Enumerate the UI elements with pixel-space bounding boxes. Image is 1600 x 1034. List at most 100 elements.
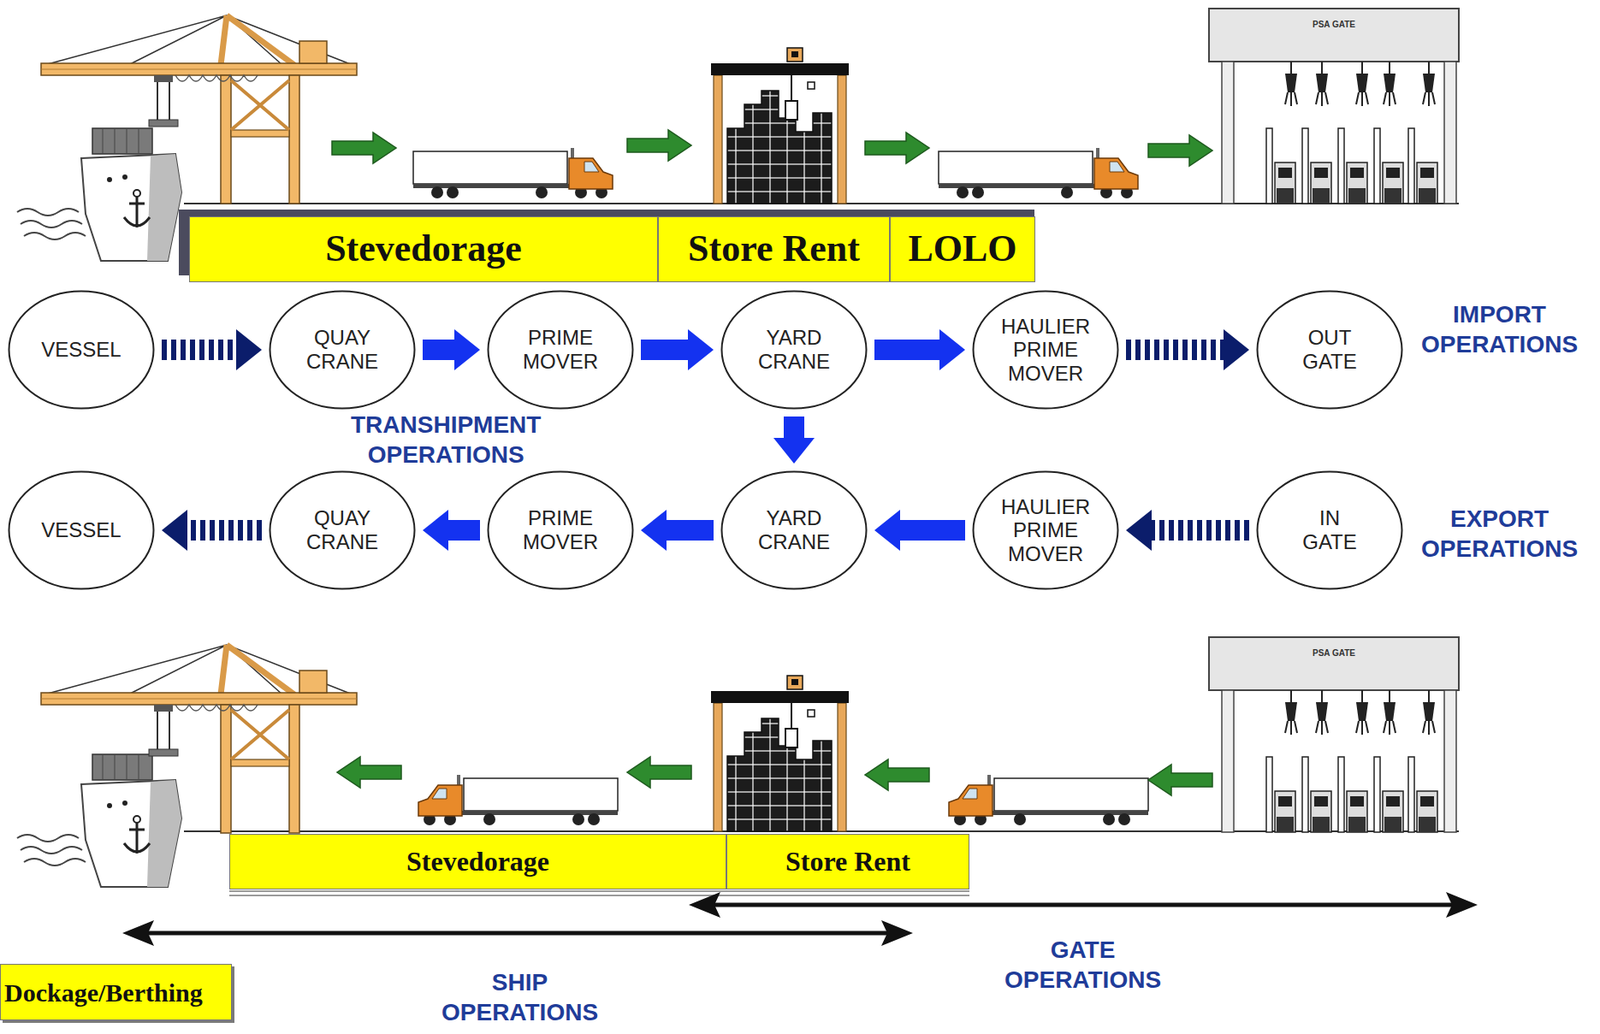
dashed-flow-arrow <box>1125 509 1250 552</box>
ellipse-outline <box>973 291 1119 409</box>
ellipse-outline <box>1257 291 1403 409</box>
arrow-shaft <box>640 339 688 361</box>
arrow-shaft <box>783 416 805 439</box>
operation-label: GATE OPERATIONS <box>1004 935 1162 996</box>
import-illustration <box>865 132 930 164</box>
operation-label: TRANSHIPMENT OPERATIONS <box>347 409 545 470</box>
process-ellipse: YARD CRANE <box>720 290 868 410</box>
arrow-head <box>422 509 449 552</box>
node-label: VESSEL <box>41 518 121 543</box>
ellipse-outline <box>9 291 155 409</box>
import-illustration <box>331 132 397 164</box>
arrow-shaft <box>161 339 237 361</box>
charge-band: Store Rent <box>657 216 890 283</box>
charge-box: Dockage/Berthing <box>0 964 232 1021</box>
process-ellipse: HAULIER PRIME MOVER <box>971 470 1120 591</box>
export-illustration <box>1148 764 1213 796</box>
arrow-head <box>454 329 480 371</box>
operations-span-arrows <box>688 892 721 919</box>
process-ellipse: IN GATE <box>1256 470 1404 591</box>
ellipse-outline <box>722 472 867 590</box>
ellipse-outline <box>973 472 1119 590</box>
ellipse-outline <box>488 472 634 590</box>
arrow-shaft <box>900 520 966 541</box>
node-label: IN GATE <box>1302 506 1358 554</box>
arrow-head <box>773 438 815 464</box>
export-illustration <box>948 775 1149 826</box>
export-illustration <box>41 645 357 834</box>
arrow-head <box>874 509 901 552</box>
flow-arrow <box>874 509 966 552</box>
arrow-shaft <box>448 520 480 541</box>
process-ellipse: QUAY CRANE <box>268 290 416 410</box>
node-label: Store Rent <box>785 847 911 878</box>
flow-arrow <box>874 329 966 371</box>
export-illustration <box>865 759 930 791</box>
node-label: VESSEL <box>41 337 121 362</box>
node-label: Dockage/Berthing <box>4 978 203 1008</box>
gate-sign-text: PSA GATE <box>1312 19 1356 31</box>
operations-span-arrows <box>711 903 1455 908</box>
node-label: PRIME MOVER <box>522 506 599 554</box>
import-illustration <box>413 148 613 199</box>
operations-span-arrows <box>122 892 1478 947</box>
charge-band: Stevedorage <box>189 216 658 283</box>
charge-band: Store Rent <box>726 834 970 890</box>
process-ellipse: PRIME MOVER <box>486 470 635 591</box>
ellipse-outline <box>1257 472 1403 590</box>
process-ellipse: VESSEL <box>7 470 155 591</box>
arrow-shaft <box>1151 520 1250 541</box>
import-illustration <box>178 209 190 276</box>
flow-arrow <box>640 329 714 371</box>
import-illustration <box>711 47 849 204</box>
import-illustration <box>627 130 692 161</box>
ellipse-outline <box>488 291 634 409</box>
ellipse-outline <box>270 291 415 409</box>
arrow-shaft <box>1125 339 1224 361</box>
operations-span-arrows <box>122 920 155 947</box>
node-label: LOLO <box>907 228 1017 270</box>
dashed-flow-arrow <box>161 329 262 371</box>
node-label: Stevedorage <box>406 847 550 878</box>
export-illustration <box>17 637 1459 896</box>
arrow-head <box>1223 329 1250 371</box>
arrow-shaft <box>422 339 455 361</box>
operations-span-arrows <box>881 920 913 947</box>
node-label: HAULIER PRIME MOVER <box>1001 314 1091 386</box>
import-illustration <box>1208 8 1459 204</box>
dashed-flow-arrow <box>161 509 262 552</box>
operations-span-arrows <box>145 931 890 937</box>
flow-arrow <box>422 509 480 552</box>
node-label: HAULIER PRIME MOVER <box>1001 495 1091 567</box>
export-illustration <box>627 757 692 789</box>
arrow-head <box>1125 509 1152 552</box>
export-illustration <box>711 675 849 832</box>
arrow-head <box>640 509 667 552</box>
import-illustration <box>17 128 182 261</box>
import-illustration <box>1148 135 1213 166</box>
flow-arrow <box>773 416 815 464</box>
operation-label: EXPORT OPERATIONS <box>1421 503 1578 564</box>
process-ellipse: VESSEL <box>7 290 155 410</box>
flow-arrow <box>422 329 480 371</box>
node-label: QUAY CRANE <box>306 325 379 374</box>
ellipse-outline <box>9 472 155 590</box>
arrow-shaft <box>187 520 262 541</box>
node-label: QUAY CRANE <box>306 506 379 554</box>
node-label: YARD CRANE <box>758 325 830 374</box>
flow-arrow <box>640 509 714 552</box>
ellipse-outline <box>722 291 867 409</box>
arrow-head <box>236 329 262 371</box>
operation-label: SHIP OPERATIONS <box>441 967 599 1028</box>
arrow-shaft <box>666 520 714 541</box>
arrow-head <box>939 329 966 371</box>
process-ellipse: QUAY CRANE <box>268 470 416 591</box>
node-label: Store Rent <box>687 228 860 270</box>
operations-span-arrows <box>1445 892 1478 919</box>
import-illustration <box>938 148 1138 199</box>
arrow-shaft <box>874 339 940 361</box>
import-illustration <box>41 15 357 204</box>
export-illustration <box>229 891 970 896</box>
